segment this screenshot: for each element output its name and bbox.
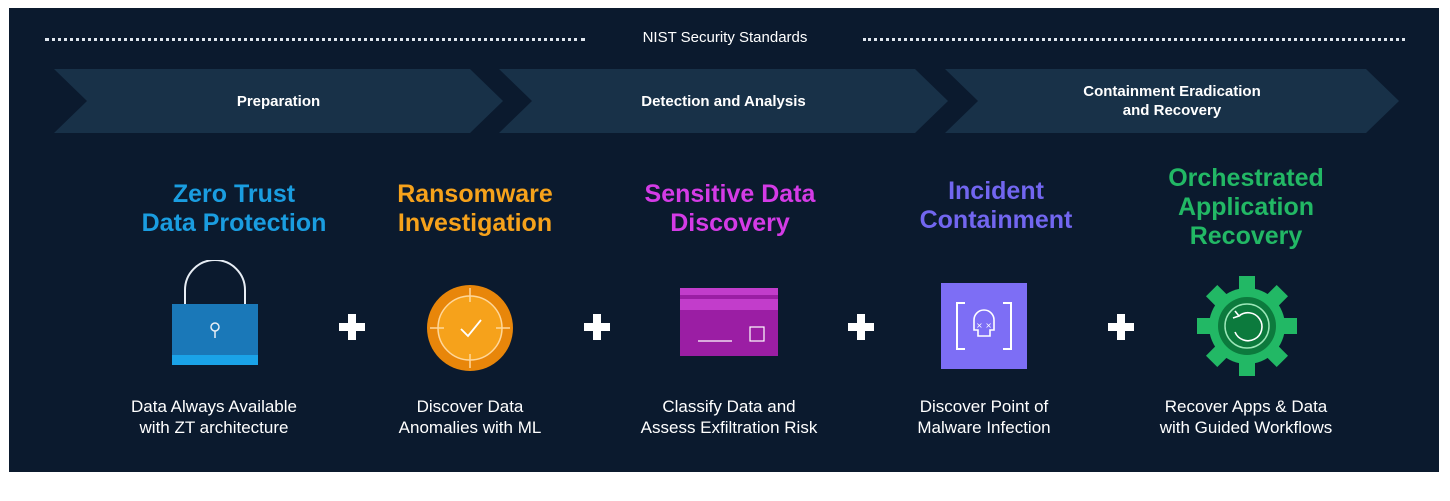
gear-recovery-icon bbox=[1195, 274, 1299, 383]
col-title-orchestrated: Orchestrated Application Recovery bbox=[1168, 164, 1324, 250]
header: NIST Security Standards bbox=[45, 27, 1405, 49]
col-desc-incident: Discover Point of Malware Infection bbox=[917, 397, 1051, 437]
phase-chevron-shape bbox=[54, 69, 503, 133]
phase-preparation: Preparation bbox=[54, 69, 503, 133]
col-desc-zero-trust: Data Always Available with ZT architectu… bbox=[130, 397, 297, 437]
plus-icon bbox=[584, 314, 610, 340]
col-desc-sensitive-data: Classify Data and Assess Exfiltration Ri… bbox=[640, 397, 818, 437]
target-check-icon bbox=[426, 284, 514, 377]
plus-icon bbox=[848, 314, 874, 340]
col-desc-orchestrated: Recover Apps & Data with Guided Workflow… bbox=[1159, 397, 1333, 437]
phase-detection-analysis: Detection and Analysis bbox=[499, 69, 948, 133]
col-title-sensitive-data: Sensitive Data Discovery bbox=[644, 180, 816, 237]
plus-icon bbox=[339, 314, 365, 340]
col-title-ransomware: Ransomware Investigation bbox=[397, 180, 553, 237]
diagram-canvas: NIST Security Standards Preparation Dete… bbox=[9, 8, 1439, 472]
phase-containment-recovery: Containment Eradication and Recovery bbox=[945, 69, 1399, 133]
credit-card-icon bbox=[680, 288, 778, 361]
col-desc-ransomware: Discover Data Anomalies with ML bbox=[398, 397, 542, 437]
phase-label: Preparation bbox=[236, 92, 321, 110]
padlock-icon bbox=[172, 259, 258, 371]
skull-brackets-icon: × × bbox=[941, 283, 1027, 374]
col-title-zero-trust: Zero Trust Data Protection bbox=[141, 180, 327, 237]
svg-text:× ×: × × bbox=[976, 321, 992, 330]
col-title-incident: Incident Containment bbox=[919, 177, 1073, 234]
phase-label: Containment Eradication and Recovery bbox=[1083, 83, 1261, 119]
phase-chevron-shape bbox=[499, 69, 948, 133]
header-title: NIST Security Standards bbox=[624, 29, 826, 46]
plus-icon bbox=[1108, 314, 1134, 340]
header-dotted-line-left bbox=[45, 38, 585, 41]
phase-label: Detection and Analysis bbox=[641, 92, 806, 110]
phase-chevron-shape bbox=[945, 69, 1399, 133]
header-dotted-line-right bbox=[863, 38, 1405, 41]
